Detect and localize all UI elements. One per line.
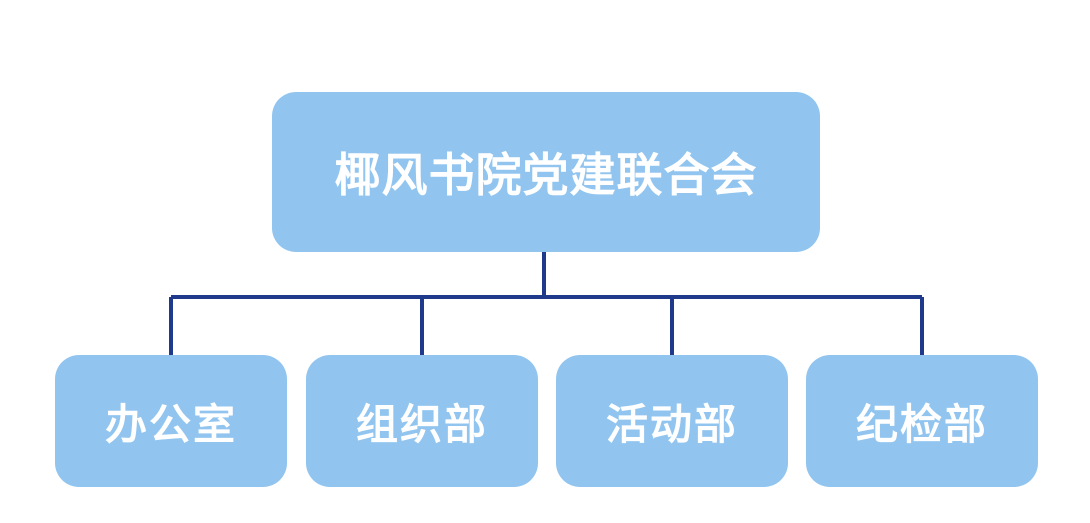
child-node-label: 组织部 [355, 399, 488, 449]
child-node-label: 纪检部 [855, 399, 988, 449]
child-node-discipline: 纪检部 [806, 355, 1038, 487]
root-node-label: 椰风书院党建联合会 [334, 148, 758, 202]
root-node: 椰风书院党建联合会 [272, 92, 820, 252]
child-node-office: 办公室 [55, 355, 287, 487]
child-node-label: 办公室 [104, 399, 237, 449]
child-node-activities: 活动部 [556, 355, 788, 487]
child-node-label: 活动部 [605, 399, 738, 449]
child-node-organization: 组织部 [306, 355, 538, 487]
